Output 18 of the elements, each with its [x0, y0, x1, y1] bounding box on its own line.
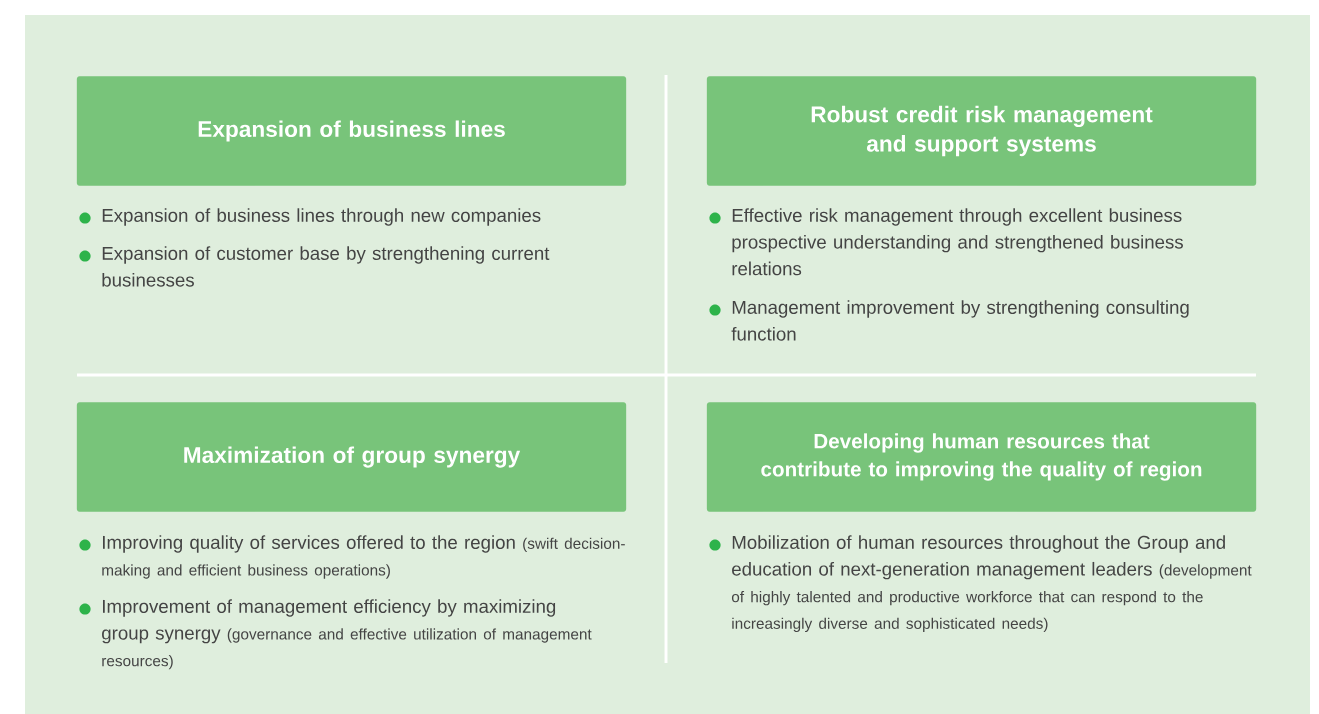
heading-box: Maximization of group synergy — [76, 402, 627, 512]
heading-box: Expansion of business lines — [76, 76, 627, 186]
label: Improvement of management efficiency by maximizing — [102, 599, 556, 617]
bullet-item: Expansion of business lines through new companies — [102, 208, 541, 226]
label: making and efficient business operations) — [102, 564, 390, 579]
label: (governance and effective utilization of management — [227, 628, 592, 643]
heading-box: Robust credit risk management and support systems — [706, 76, 1257, 186]
bullet-item: Improving quality of services offered to the region (swift decision-making and efficient business operations) — [102, 535, 625, 579]
label: resources) — [102, 655, 173, 670]
bullet-item: Mobilization of human resources throughout the Group and education of next-generation management leaders (development of highly talented and productive workforce that can respond to the increasingly diverse and sophisticated needs) — [731, 535, 1252, 632]
label: Improving quality of services offered to the region — [102, 535, 515, 553]
bullet-item: Expansion of customer base by strengthening current businesses — [102, 246, 550, 287]
label: (swift decision- — [523, 537, 625, 552]
heading-box: Developing human resources that contribute to improving the quality of region — [706, 402, 1257, 512]
label: group synergy — [102, 629, 221, 644]
bullet-item: Improvement of management efficiency by maximizing group synergy (governance and effective utilization of management resources) — [102, 599, 592, 670]
bullet-item: Effective risk management through excellent business prospective understanding and strengthened business relations — [732, 208, 1183, 276]
bullet-item: Management improvement by strengthening consulting function — [731, 300, 1189, 341]
